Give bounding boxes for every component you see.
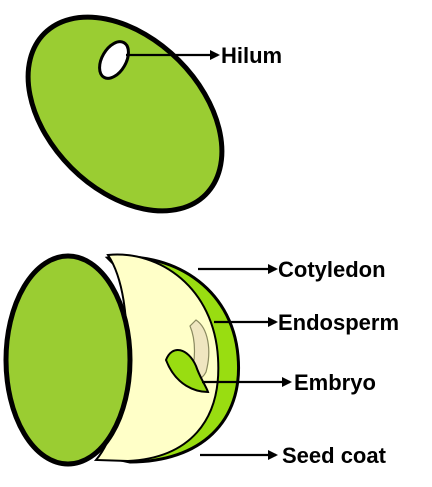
endosperm-label: Endosperm	[278, 310, 399, 335]
seed-outer-body	[0, 0, 259, 248]
embryo-label: Embryo	[294, 370, 376, 395]
labels: Hilum Cotyledon Endosperm Embryo Seed co…	[221, 43, 399, 468]
cut-seed	[6, 255, 239, 464]
hilum-label: Hilum	[221, 43, 282, 68]
seed-coat-half	[6, 256, 130, 464]
cotyledon-label: Cotyledon	[278, 257, 386, 282]
seed-coat-label: Seed coat	[282, 443, 387, 468]
whole-seed	[0, 0, 259, 248]
